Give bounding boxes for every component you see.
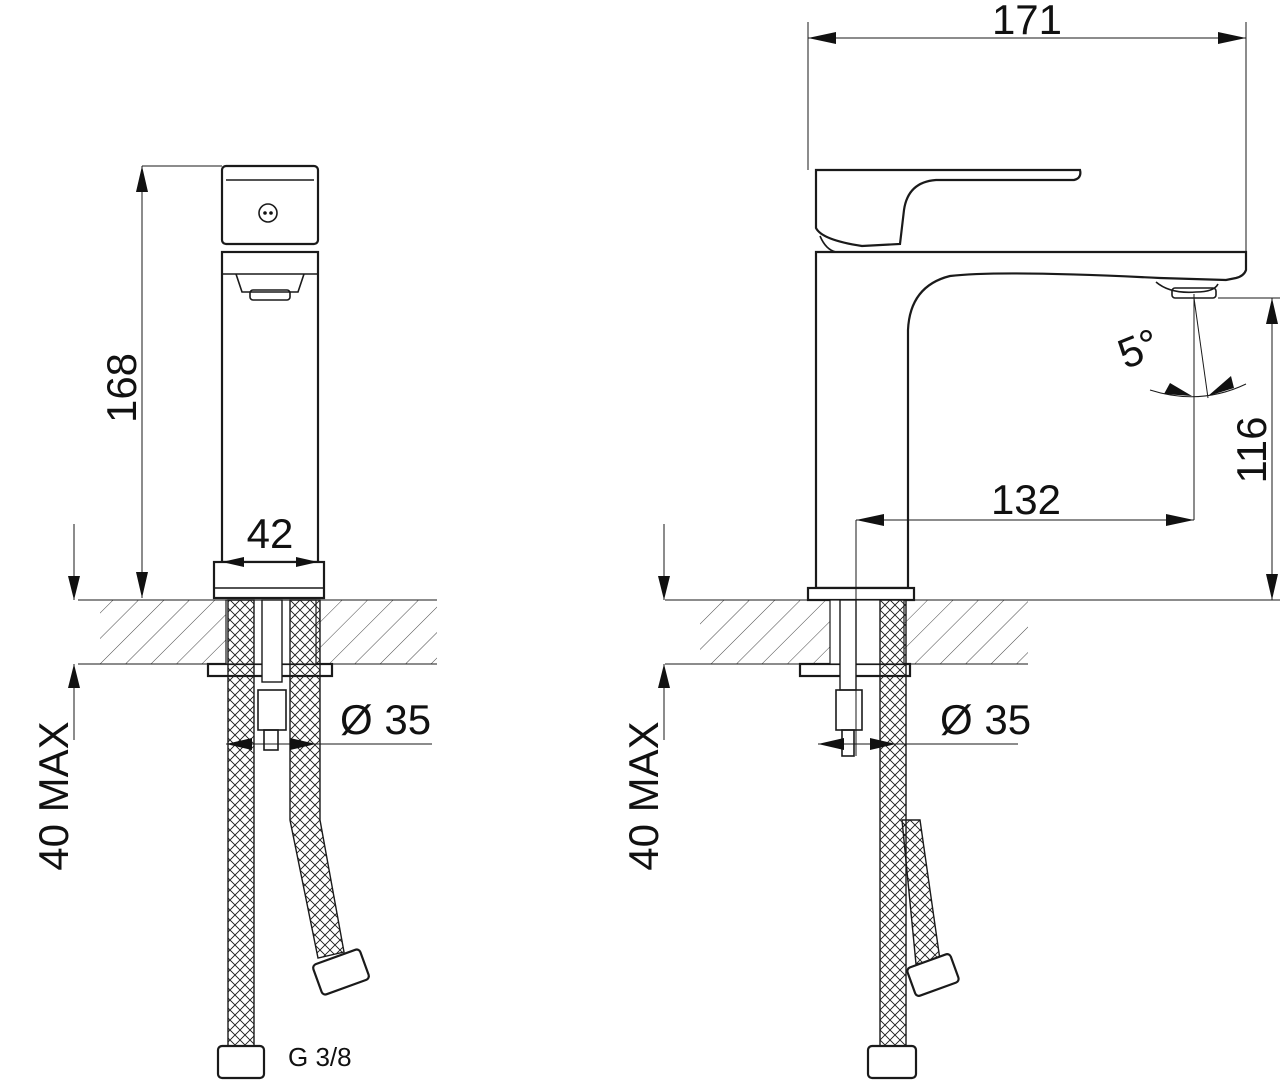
- reach-label: 132: [991, 476, 1061, 523]
- dimension-angle-5: 5°: [1111, 297, 1247, 399]
- hole-label: Ø 35: [940, 696, 1031, 743]
- thickness-label: 40 MAX: [30, 721, 77, 870]
- height-label: 168: [98, 353, 145, 423]
- thickness-label: 40 MAX: [620, 721, 667, 870]
- thread-label: G 3/8: [288, 1042, 352, 1072]
- dimension-length-171: 171: [807, 0, 1247, 252]
- dimension-width-42: 42: [222, 510, 318, 567]
- hoses-side: [216, 599, 370, 1080]
- tap-body-front: [806, 168, 1248, 602]
- dimension-height-168: 168: [98, 165, 222, 598]
- tap-body-side: [212, 164, 326, 600]
- dimension-hole-diameter-right: Ø 35: [818, 696, 1031, 750]
- length-label: 171: [992, 0, 1062, 43]
- countertop-slab-right: [665, 599, 1280, 665]
- hoses-front: [866, 599, 960, 1080]
- dimension-reach-132: 132: [855, 294, 1195, 756]
- dimension-spout-height-116: 116: [1218, 297, 1280, 600]
- dimension-thickness-left: 40 MAX: [30, 524, 80, 871]
- side-view: 168 42 Ø 35 40 MAX G 3/8: [30, 164, 437, 1080]
- front-view: 171 132 116 5°: [620, 0, 1280, 1080]
- dimension-thickness-right: 40 MAX: [620, 524, 670, 871]
- hole-label: Ø 35: [340, 696, 431, 743]
- dimension-hole-diameter-left: Ø 35: [226, 696, 432, 750]
- width-label: 42: [247, 510, 294, 557]
- spout-height-label: 116: [1228, 417, 1275, 484]
- angle-label: 5°: [1111, 319, 1166, 378]
